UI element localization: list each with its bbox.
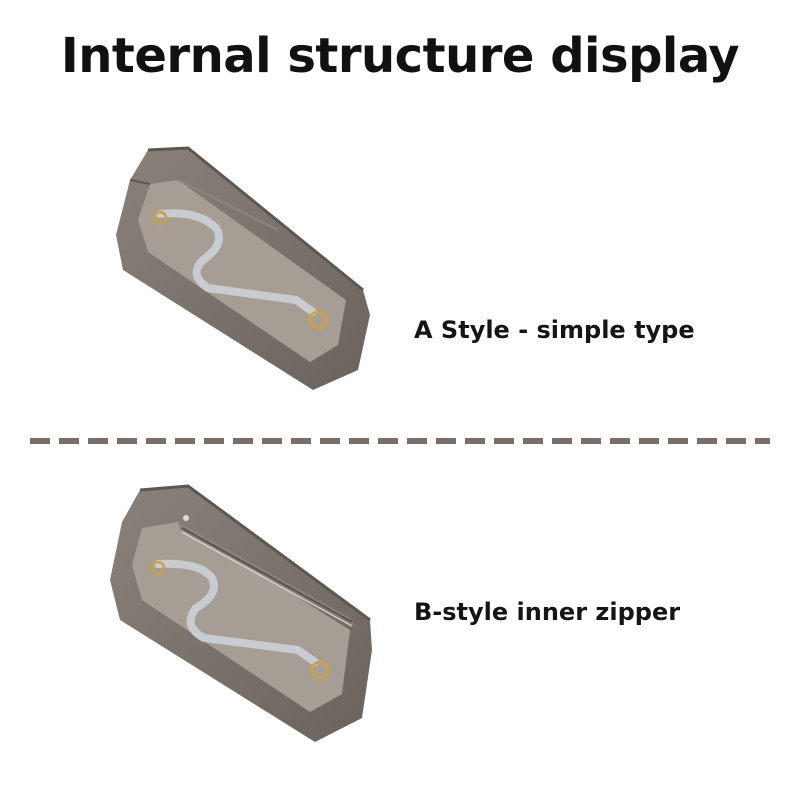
style-b-label: B-style inner zipper — [414, 598, 681, 626]
page-title: Internal structure display — [60, 28, 740, 84]
style-a-label: A Style - simple type — [414, 316, 695, 344]
organizer-photo-b — [110, 484, 372, 742]
organizer-photo-a — [116, 146, 370, 390]
dashed-divider — [30, 438, 770, 444]
